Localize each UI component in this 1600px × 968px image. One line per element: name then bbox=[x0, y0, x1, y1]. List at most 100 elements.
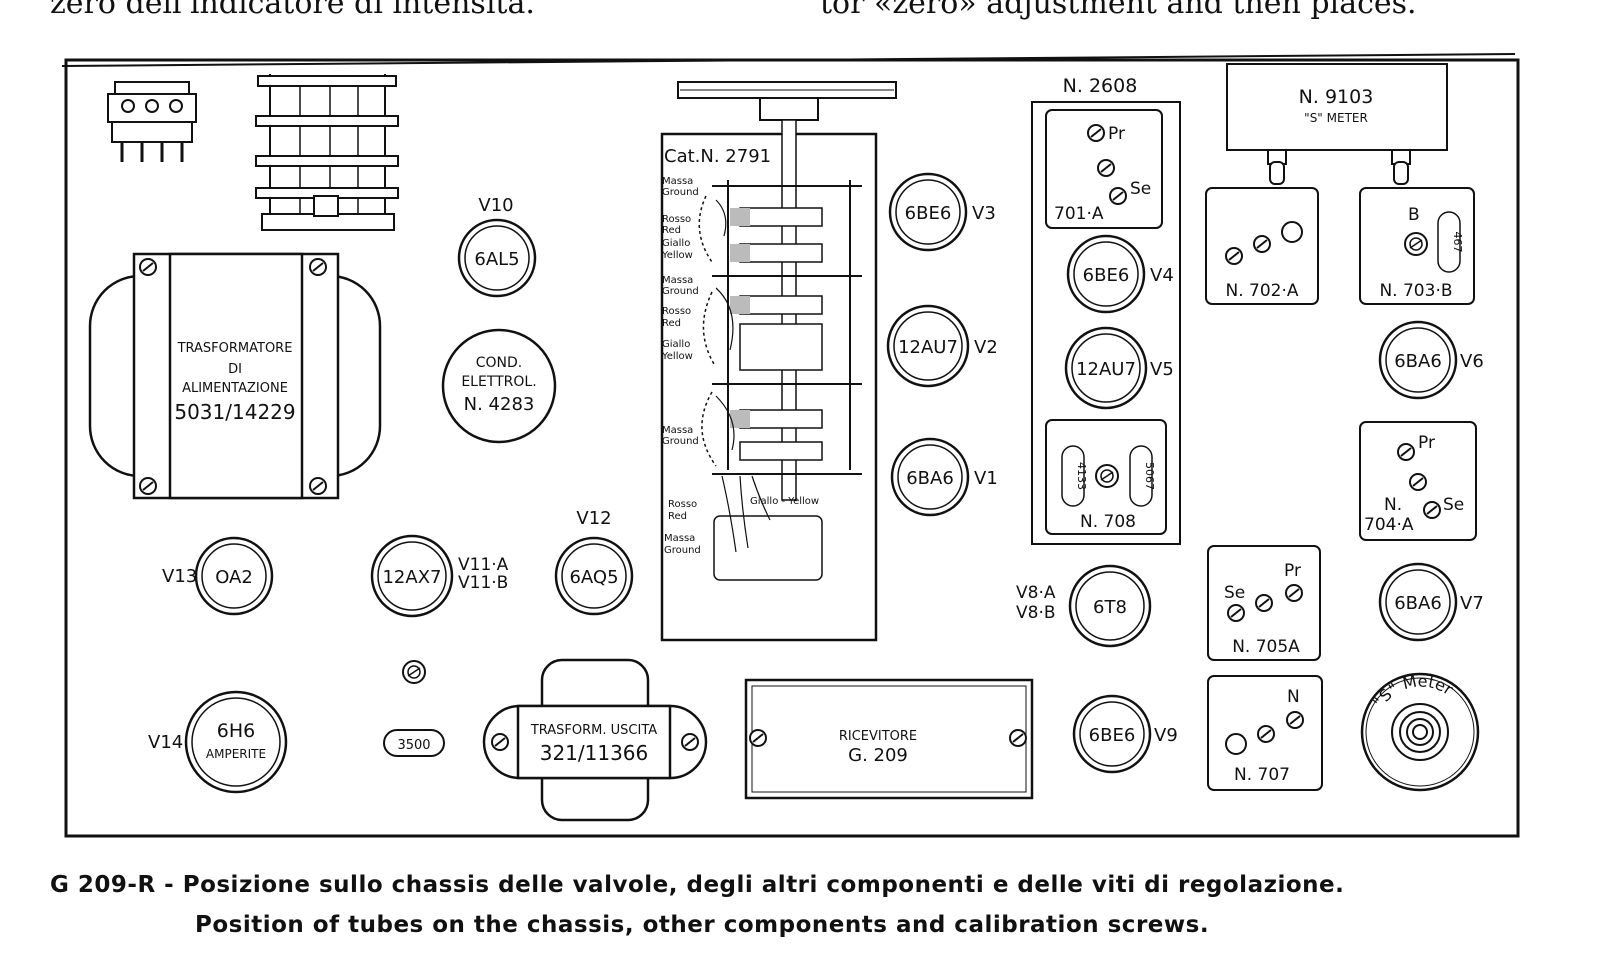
power-transformer: TRASFORMATORE DI ALIMENTAZIONE 5031/1422… bbox=[88, 252, 382, 500]
caption-english: Position of tubes on the chassis, other … bbox=[195, 912, 1210, 938]
power-transformer-line2: DI bbox=[228, 362, 242, 377]
svg-text:Ground: Ground bbox=[662, 187, 699, 198]
tube-v11: 12AX7 V11·A V11·B bbox=[370, 534, 509, 618]
coil-702a: N. 702·A bbox=[1205, 187, 1319, 305]
svg-text:Pr: Pr bbox=[1418, 433, 1435, 453]
wafer-switch: Cat.N. 2791 Massa Ground Rosso Red Giall… bbox=[660, 81, 897, 642]
svg-text:6BA6: 6BA6 bbox=[906, 468, 954, 489]
tube-v3: 6BE6 V3 bbox=[888, 172, 996, 252]
svg-text:V8·A: V8·A bbox=[1016, 583, 1056, 603]
tube-v1: 6BA6 V1 bbox=[890, 437, 998, 517]
svg-text:5067: 5067 bbox=[1143, 462, 1156, 490]
svg-text:N. 707: N. 707 bbox=[1234, 765, 1290, 785]
switch-title: Cat.N. 2791 bbox=[664, 146, 771, 167]
svg-text:6H6: 6H6 bbox=[217, 720, 255, 742]
svg-text:Massa: Massa bbox=[664, 533, 695, 544]
svg-text:Pr: Pr bbox=[1284, 561, 1301, 581]
svg-text:Red: Red bbox=[668, 511, 687, 522]
svg-text:12AU7: 12AU7 bbox=[1076, 359, 1136, 380]
tube-v2: 12AU7 V2 bbox=[886, 304, 998, 388]
svg-text:V14: V14 bbox=[148, 732, 183, 753]
svg-text:V1: V1 bbox=[974, 468, 998, 489]
tube-v12: V12 6AQ5 bbox=[554, 508, 634, 616]
svg-text:12AU7: 12AU7 bbox=[898, 337, 958, 358]
svg-text:6BA6: 6BA6 bbox=[1394, 593, 1442, 614]
svg-text:Rosso: Rosso bbox=[662, 306, 691, 317]
svg-text:B: B bbox=[1408, 205, 1420, 225]
svg-text:Se: Se bbox=[1130, 179, 1151, 199]
svg-text:V4: V4 bbox=[1150, 265, 1174, 286]
svg-text:V12: V12 bbox=[576, 508, 611, 529]
svg-text:467: 467 bbox=[1451, 232, 1464, 253]
svg-text:V10: V10 bbox=[478, 195, 513, 216]
svg-text:Pr: Pr bbox=[1108, 124, 1125, 144]
svg-text:V7: V7 bbox=[1460, 593, 1484, 614]
svg-text:V9: V9 bbox=[1154, 725, 1178, 746]
coil-705a: Pr Se N. 705A bbox=[1207, 545, 1321, 661]
svg-text:3500: 3500 bbox=[397, 738, 430, 753]
svg-text:704·A: 704·A bbox=[1364, 515, 1414, 535]
svg-text:6BE6: 6BE6 bbox=[1083, 265, 1130, 286]
svg-text:V6: V6 bbox=[1460, 351, 1484, 372]
svg-text:N. 702·A: N. 702·A bbox=[1225, 281, 1298, 301]
svg-text:6BA6: 6BA6 bbox=[1394, 351, 1442, 372]
power-transformer-part: 5031/14229 bbox=[174, 400, 295, 424]
svg-text:N. 9103: N. 9103 bbox=[1299, 86, 1374, 108]
top-partial-text-italian: zero dell'indicatore di intensità. bbox=[50, 0, 535, 21]
tube-v4: 6BE6 V4 bbox=[1066, 234, 1174, 314]
svg-text:N. 708: N. 708 bbox=[1080, 512, 1136, 532]
svg-text:4133: 4133 bbox=[1075, 462, 1088, 490]
tube-v10: V10 6AL5 bbox=[457, 195, 537, 298]
svg-text:V11·A: V11·A bbox=[458, 555, 509, 575]
top-partial-text-english: tor «zero» adjustment and then places. bbox=[820, 0, 1417, 21]
svg-text:6BE6: 6BE6 bbox=[1089, 725, 1136, 746]
coil-group-2608: N. 2608 Pr Se 701·A 4133 5067 N. 708 bbox=[1031, 75, 1181, 545]
svg-text:"S" METER: "S" METER bbox=[1304, 111, 1368, 125]
svg-text:N. 703·B: N. 703·B bbox=[1379, 281, 1452, 301]
tube-v9: 6BE6 V9 bbox=[1072, 694, 1178, 774]
tube-v13: V13 OA2 bbox=[162, 536, 274, 616]
coil-707: N N. 707 bbox=[1207, 675, 1323, 791]
svg-text:6T8: 6T8 bbox=[1093, 597, 1127, 618]
svg-text:V3: V3 bbox=[972, 203, 996, 224]
svg-text:N: N bbox=[1287, 687, 1300, 707]
svg-text:Se: Se bbox=[1224, 583, 1245, 603]
coil-stack bbox=[255, 74, 399, 231]
output-transformer: TRASFORM. USCITA 321/11366 bbox=[482, 658, 708, 822]
svg-text:6AQ5: 6AQ5 bbox=[569, 567, 618, 588]
svg-text:V5: V5 bbox=[1150, 359, 1174, 380]
svg-text:TRASFORM. USCITA: TRASFORM. USCITA bbox=[530, 723, 657, 738]
s-meter-knob: "S" Meter bbox=[1360, 672, 1480, 792]
svg-text:Rosso: Rosso bbox=[662, 214, 691, 225]
svg-text:Massa: Massa bbox=[662, 425, 693, 436]
top-rule bbox=[61, 53, 1516, 67]
svg-text:G. 209: G. 209 bbox=[848, 745, 908, 766]
svg-text:Giallo - Yellow: Giallo - Yellow bbox=[750, 496, 819, 507]
power-transformer-line1: TRASFORMATORE bbox=[177, 341, 293, 356]
coil-704a: Pr Se N. 704·A bbox=[1359, 421, 1477, 541]
caption-italian: G 209-R - Posizione sullo chassis delle … bbox=[50, 872, 1345, 898]
tube-v5: 12AU7 V5 bbox=[1064, 326, 1174, 410]
svg-text:Giallo: Giallo bbox=[662, 339, 690, 350]
svg-text:ELETTROL.: ELETTROL. bbox=[461, 374, 536, 390]
resistor-3500: 3500 bbox=[383, 660, 445, 757]
svg-text:Massa: Massa bbox=[662, 176, 693, 187]
svg-text:Ground: Ground bbox=[662, 436, 699, 447]
receiver-plate: RICEVITORE G. 209 bbox=[744, 678, 1034, 800]
tube-v7: 6BA6 V7 bbox=[1378, 562, 1484, 642]
s-meter-box: N. 9103 "S" METER bbox=[1226, 63, 1448, 185]
svg-text:V2: V2 bbox=[974, 337, 998, 358]
svg-text:Yellow: Yellow bbox=[661, 351, 693, 362]
svg-text:V13: V13 bbox=[162, 566, 197, 587]
coil-703b: B 467 N. 703·B bbox=[1359, 187, 1475, 305]
svg-text:701·A: 701·A bbox=[1054, 204, 1104, 224]
svg-text:OA2: OA2 bbox=[215, 567, 253, 588]
svg-text:Se: Se bbox=[1443, 495, 1464, 515]
svg-text:N. 4283: N. 4283 bbox=[464, 394, 535, 415]
svg-text:COND.: COND. bbox=[476, 355, 523, 371]
svg-text:N. 705A: N. 705A bbox=[1232, 637, 1300, 657]
svg-text:Massa: Massa bbox=[662, 275, 693, 286]
connector-block bbox=[107, 81, 197, 162]
svg-text:Ground: Ground bbox=[662, 286, 699, 297]
